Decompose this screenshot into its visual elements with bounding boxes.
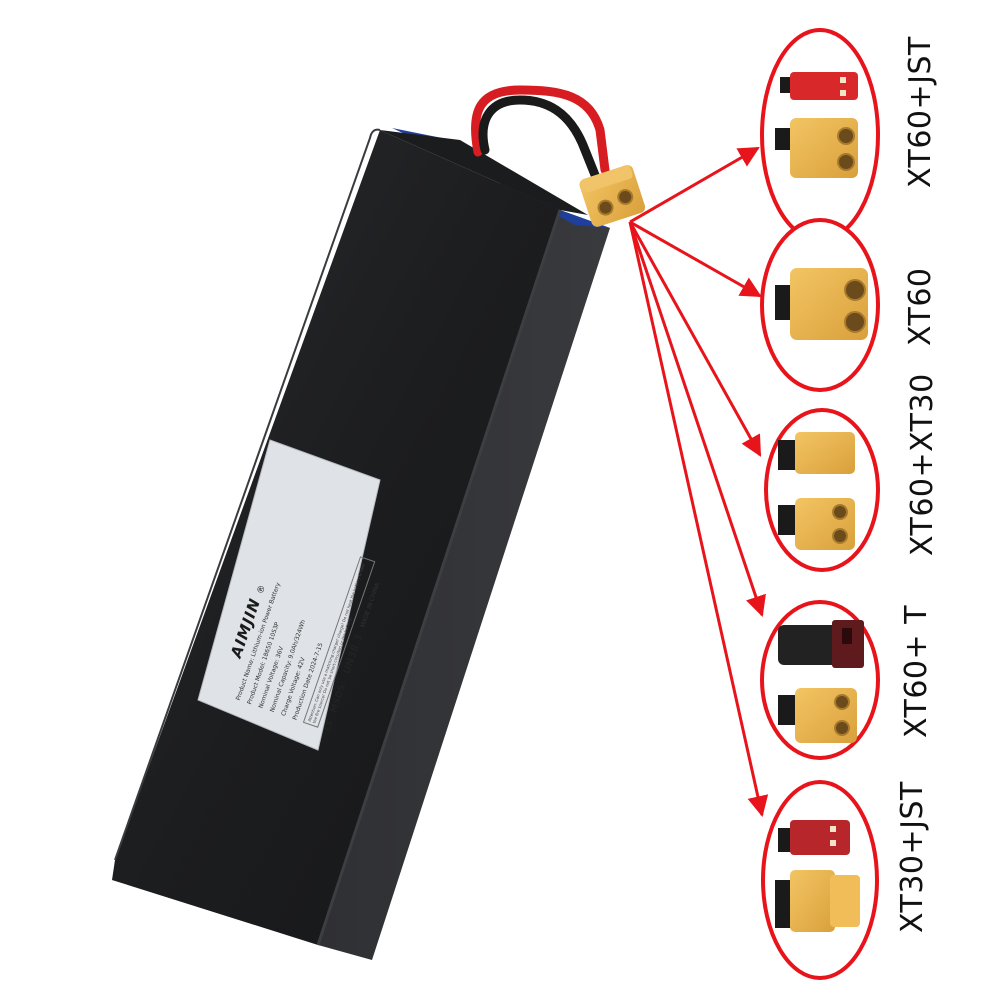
connector-label-xt60: XT60: [903, 267, 938, 346]
connector-label-xt30-jst: XT30+JST: [895, 781, 930, 933]
battery-side-face: [318, 210, 610, 960]
connector-label-xt60-jst: XT60+JST: [903, 36, 938, 188]
battery-pack: [112, 128, 610, 960]
connector-label-xt60-t: XT60+ T: [899, 604, 934, 738]
connector-option-xt60-xt30: [764, 408, 880, 572]
connector-option-xt30-jst: [761, 780, 879, 980]
connector-option-xt60-t: [760, 600, 880, 760]
arrows: [628, 146, 769, 818]
registered-mark: ®: [255, 583, 269, 596]
connector-label-xt60-xt30: XT60+XT30: [905, 373, 940, 556]
connector-option-xt60-jst: [760, 28, 880, 242]
main-xt60-connector: [579, 165, 646, 227]
connector-option-xt60: [760, 218, 880, 392]
battery-label: [197, 439, 381, 751]
battery-leads: [470, 85, 610, 180]
